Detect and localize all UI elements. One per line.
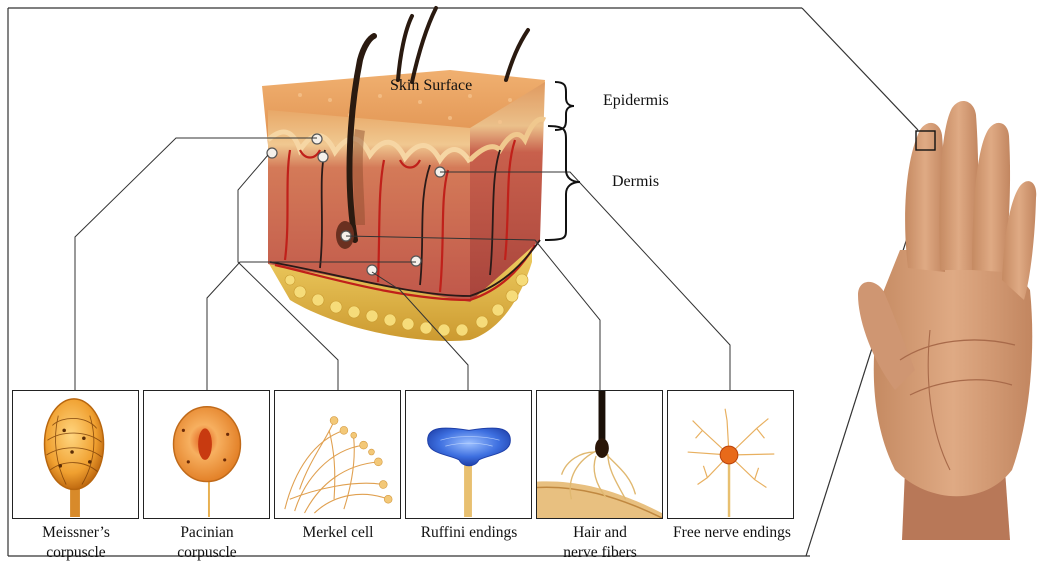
hair-nerve-fibers-panel [536, 390, 663, 519]
free-nerve-caption: Free nerve endings [662, 523, 802, 543]
ruffini-endings-icon [406, 391, 531, 518]
skin-cross-section [262, 8, 545, 341]
pacinian-caption: Pacinian corpuscle [137, 523, 277, 563]
hair-caption: Hair and nerve fibers [530, 523, 670, 563]
epidermis-label: Epidermis [603, 91, 669, 110]
pacinian-corpuscle-icon [144, 391, 269, 518]
merkel-caption: Merkel cell [268, 523, 408, 543]
meissner-caption: Meissner’s corpuscle [6, 523, 146, 563]
ruffini-endings-panel [405, 390, 532, 519]
free-nerve-endings-icon [668, 391, 793, 518]
meissner-corpuscle-panel [12, 390, 139, 519]
meissner-corpuscle-icon [13, 391, 138, 518]
merkel-cell-icon [275, 391, 400, 518]
layer-braces [545, 82, 580, 240]
free-nerve-endings-panel [667, 390, 794, 519]
hand-illustration [858, 101, 1036, 540]
merkel-cell-panel [274, 390, 401, 519]
hair-nerve-fibers-icon [537, 391, 662, 518]
ruffini-caption: Ruffini endings [399, 523, 539, 543]
skin-surface-label: Skin Surface [390, 76, 472, 95]
dermis-label: Dermis [612, 172, 659, 191]
pacinian-corpuscle-panel [143, 390, 270, 519]
